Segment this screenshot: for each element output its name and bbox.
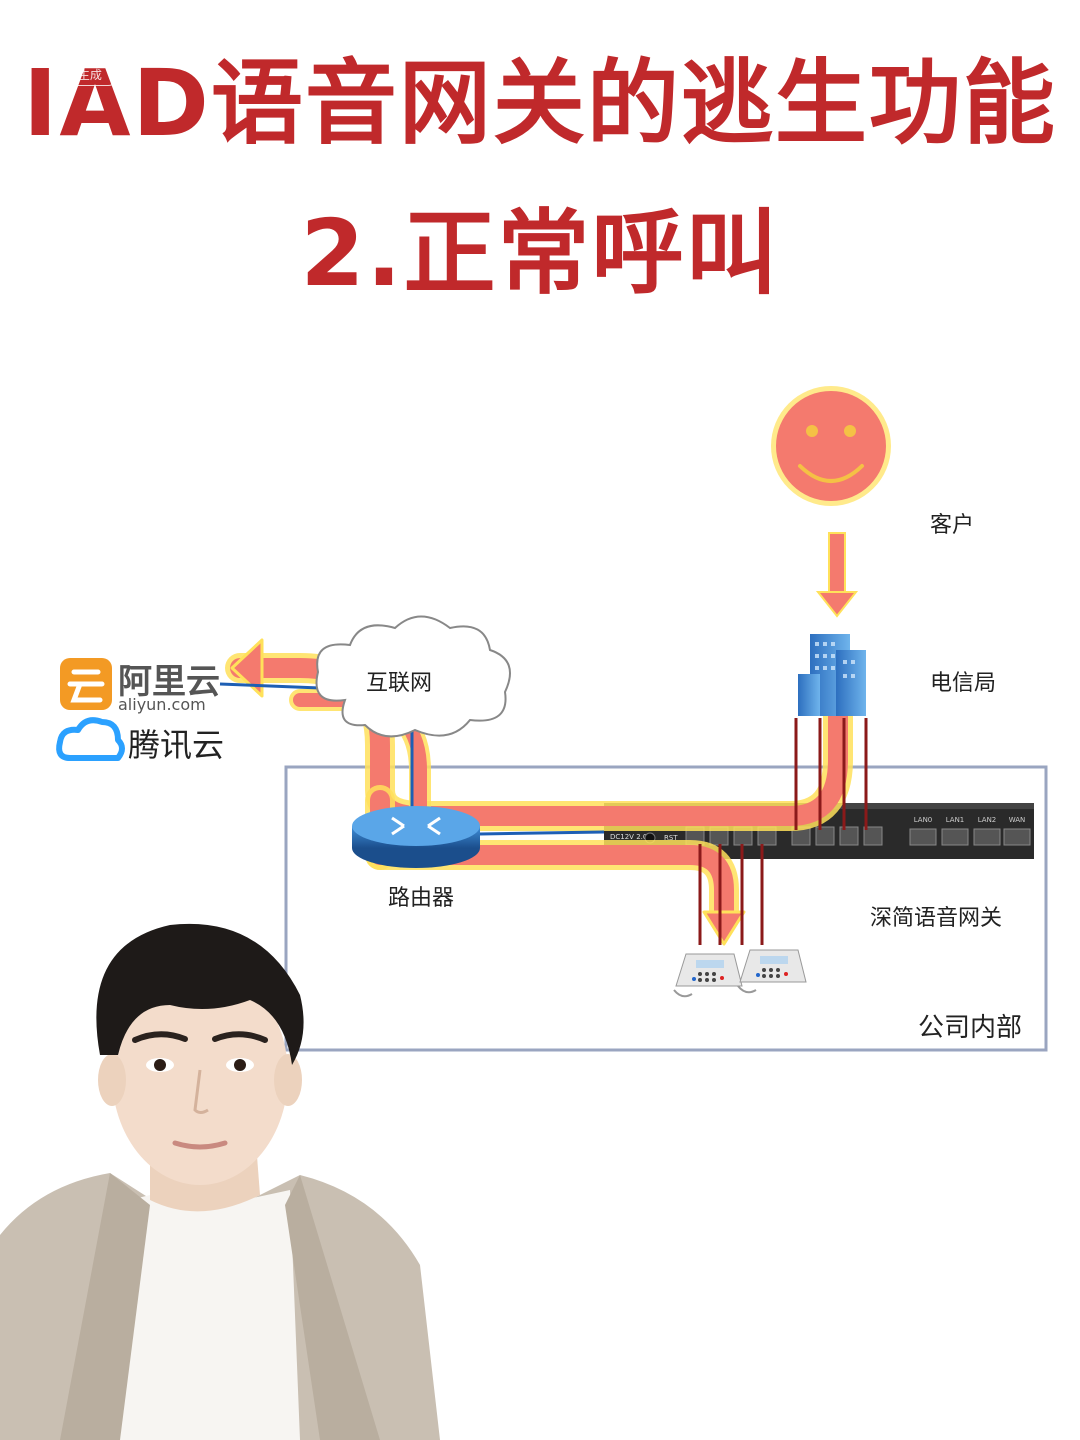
company-frame xyxy=(284,765,1048,1052)
page-subtitle: 2.正常呼叫 xyxy=(300,200,780,307)
port-wan: WAN xyxy=(1009,816,1026,824)
router-label: 路由器 xyxy=(388,886,454,911)
tencent-cloud-name: 腾讯云 xyxy=(128,726,224,764)
company-label: 公司内部 xyxy=(918,1013,1022,1043)
telephone-icon xyxy=(673,953,743,998)
page-title: IAD语音网关的逃生功能 xyxy=(23,50,1057,157)
arrow-icon xyxy=(815,532,859,618)
reset-label: RST xyxy=(664,834,678,842)
network-diagram: DC12V 2.0A RST LAN0 LAN1 LAN2 WAN xyxy=(56,386,1048,1052)
cloud-icon xyxy=(315,615,511,738)
gateway-label: 深简语音网关 xyxy=(870,906,1002,931)
telephone-icon xyxy=(737,949,807,994)
tencent-cloud-logo xyxy=(56,717,125,761)
router-icon xyxy=(352,806,480,868)
customer-label: 客户 xyxy=(930,513,974,538)
ai-generated-badge: AI生成 xyxy=(50,64,118,86)
presenter-avatar xyxy=(0,923,440,1440)
port-lan0: LAN0 xyxy=(914,816,933,824)
smiley-customer-icon xyxy=(771,386,891,506)
lan-wan-ports xyxy=(909,828,1031,846)
port-lan1: LAN1 xyxy=(946,816,965,824)
internet-label: 互联网 xyxy=(366,671,432,696)
phone-wires xyxy=(698,844,764,945)
aliyun-logo xyxy=(60,658,112,710)
telecom-label: 电信局 xyxy=(930,671,996,696)
aliyun-name: 阿里云 xyxy=(118,662,220,702)
telecom-wires xyxy=(794,718,868,830)
power-label: DC12V 2.0A xyxy=(610,833,652,841)
aliyun-domain: aliyun.com xyxy=(118,695,206,714)
port-lan2: LAN2 xyxy=(978,816,997,824)
office-building-icon xyxy=(798,634,866,716)
